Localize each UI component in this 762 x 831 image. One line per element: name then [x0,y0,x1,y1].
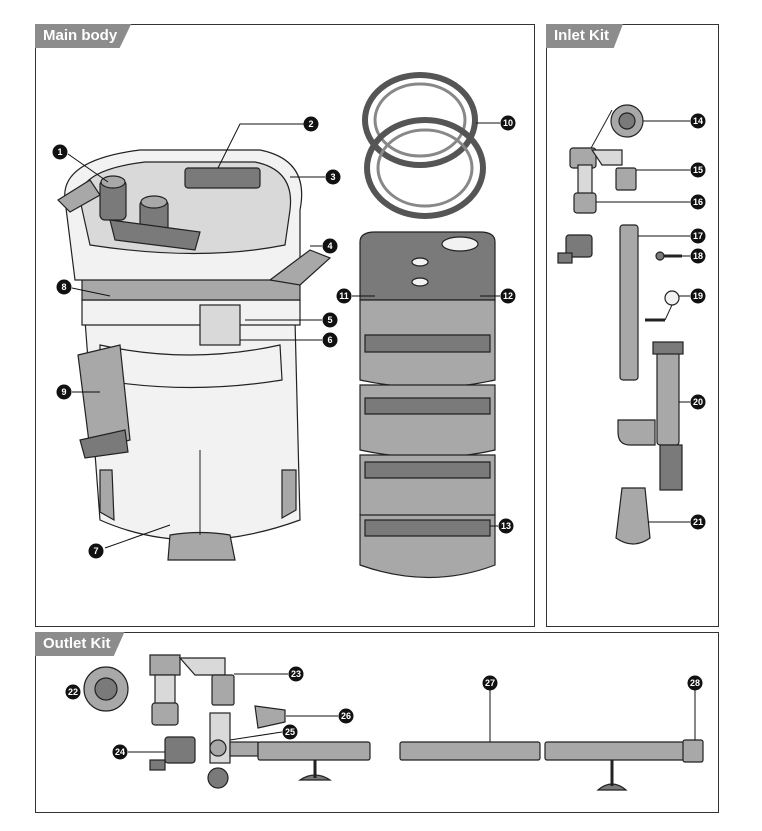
inlet-kit-title: Inlet Kit [546,24,623,48]
svg-text:9: 9 [61,387,66,397]
svg-text:20: 20 [693,397,703,407]
callout-16: 16 [690,194,706,210]
svg-text:23: 23 [291,669,301,679]
svg-text:6: 6 [327,335,332,345]
svg-text:5: 5 [327,315,332,325]
svg-text:4: 4 [327,241,332,251]
svg-text:8: 8 [61,282,66,292]
callout-26: 26 [338,708,354,724]
callout-14: 14 [690,113,706,129]
callout-3: 3 [325,169,341,185]
svg-text:27: 27 [485,678,495,688]
svg-text:15: 15 [693,165,703,175]
svg-text:24: 24 [115,747,125,757]
callout-24: 24 [112,744,128,760]
callout-1: 1 [52,144,68,160]
callout-27: 27 [482,675,498,691]
svg-text:1: 1 [57,147,62,157]
callout-2: 2 [303,116,319,132]
callout-5: 5 [322,312,338,328]
svg-text:19: 19 [693,291,703,301]
callout-7: 7 [88,543,104,559]
callout-12: 12 [500,288,516,304]
callout-25: 25 [282,724,298,740]
svg-text:13: 13 [501,521,511,531]
svg-text:3: 3 [330,172,335,182]
outlet-parts [83,654,704,791]
svg-text:22: 22 [68,687,78,697]
svg-text:7: 7 [93,546,98,556]
svg-text:26: 26 [341,711,351,721]
svg-text:14: 14 [693,116,703,126]
callout-10: 10 [500,115,516,131]
svg-text:2: 2 [308,119,313,129]
leader-lines [67,120,696,753]
filter-baskets [359,231,496,579]
callout-19: 19 [690,288,706,304]
callout-28: 28 [687,675,703,691]
svg-text:10: 10 [503,118,513,128]
svg-text:21: 21 [693,517,703,527]
svg-text:12: 12 [503,291,513,301]
canister-filter [57,149,332,561]
callout-6: 6 [322,332,338,348]
svg-text:18: 18 [693,251,703,261]
svg-text:28: 28 [690,678,700,688]
callout-18: 18 [690,248,706,264]
callout-22: 22 [65,684,81,700]
callout-8: 8 [56,279,72,295]
callout-20: 20 [690,394,706,410]
callout-15: 15 [690,162,706,178]
svg-text:25: 25 [285,727,295,737]
svg-text:16: 16 [693,197,703,207]
callout-23: 23 [288,666,304,682]
callout-9: 9 [56,384,72,400]
callout-4: 4 [322,238,338,254]
callout-17: 17 [690,228,706,244]
outlet-kit-panel: Outlet Kit [35,632,719,813]
svg-text:11: 11 [339,291,349,301]
svg-text:17: 17 [693,231,703,241]
callout-13: 13 [498,518,514,534]
inlet-parts [557,104,684,545]
callout-11: 11 [336,288,352,304]
hoses [362,72,486,219]
main-body-title: Main body [35,24,132,48]
callout-21: 21 [690,514,706,530]
outlet-kit-title: Outlet Kit [35,632,125,656]
